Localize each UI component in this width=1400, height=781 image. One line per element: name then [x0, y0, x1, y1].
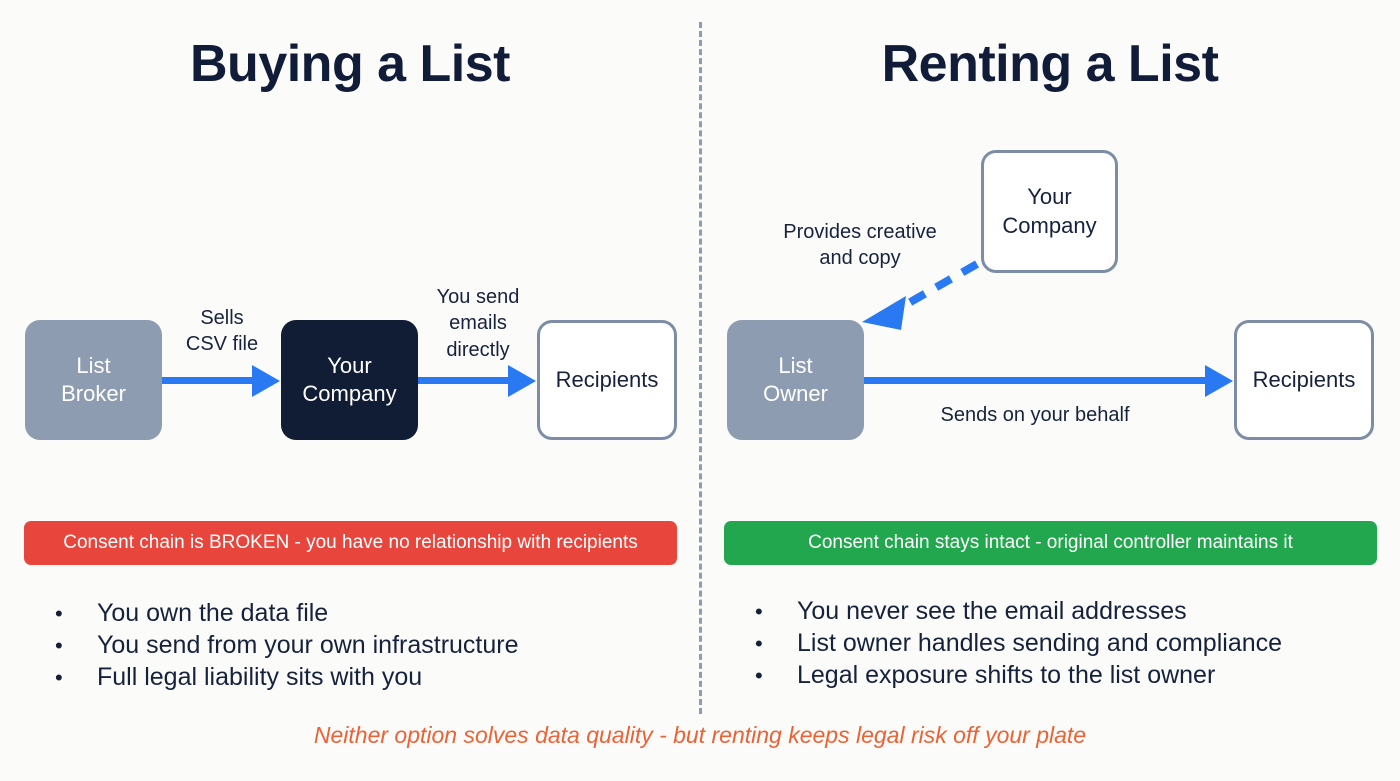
list-item: • Full legal liability sits with you: [55, 662, 675, 694]
edge-label-sells-csv: Sells CSV file: [185, 307, 259, 356]
bullet-marker: •: [55, 601, 63, 626]
edge-label-you-send-emails: You send emails directly: [436, 286, 520, 361]
node-recipients-right[interactable]: Recipients: [1234, 320, 1374, 440]
bullet-text: You send from your own infrastructure: [97, 630, 519, 659]
list-item: • You never see the email addresses: [755, 596, 1375, 628]
list-item: • You own the data file: [55, 598, 675, 630]
arrow-shaft-sells-csv: [162, 377, 252, 384]
bullet-text: List owner handles sending and complianc…: [797, 628, 1283, 657]
bullet-text: Full legal liability sits with you: [97, 662, 423, 691]
node-list-owner[interactable]: List Owner: [727, 320, 864, 440]
arrow-shaft-sends-on-behalf: [864, 377, 1205, 384]
edge-label-provides-creative: Provides creative and copy: [783, 221, 937, 270]
column-divider: [699, 22, 702, 714]
arrow-shaft-you-send-emails: [418, 377, 508, 384]
bullet-marker: •: [755, 630, 763, 656]
node-your-company-right[interactable]: Your Company: [981, 150, 1118, 273]
bullet-marker: •: [55, 632, 63, 658]
node-list-broker[interactable]: List Broker: [25, 320, 162, 440]
right-column-title: Renting a List: [881, 35, 1219, 93]
bullet-text: You own the data file: [97, 599, 329, 627]
bullet-text: You never see the email addresses: [797, 597, 1187, 625]
list-item: • List owner handles sending and complia…: [755, 628, 1375, 660]
edge-label-sends-on-behalf: Sends on your behalf: [940, 404, 1130, 426]
arrow-head-sells-csv: [252, 364, 280, 397]
bullet-text: Legal exposure shifts to the list owner: [797, 660, 1216, 689]
list-item: • You send from your own infrastructure: [55, 630, 675, 662]
node-recipients-left[interactable]: Recipients: [537, 320, 677, 440]
list-item: • Legal exposure shifts to the list owne…: [755, 660, 1375, 692]
node-your-company-left[interactable]: Your Company: [281, 320, 418, 440]
banner-consent-intact: Consent chain stays intact - original co…: [724, 521, 1377, 565]
left-column-title: Buying a List: [190, 35, 510, 93]
footer-note: Neither option solves data quality - but…: [313, 722, 1087, 748]
bullet-marker: •: [755, 599, 763, 624]
bullet-marker: •: [755, 662, 763, 688]
bullet-marker: •: [55, 664, 63, 690]
left-bullet-list: • You own the data file • You send from …: [55, 598, 675, 693]
right-bullet-list: • You never see the email addresses • Li…: [755, 596, 1375, 691]
banner-consent-broken: Consent chain is BROKEN - you have no re…: [24, 521, 677, 565]
arrow-head-sends-on-behalf: [1205, 364, 1233, 397]
arrow-head-you-send-emails: [508, 364, 536, 397]
